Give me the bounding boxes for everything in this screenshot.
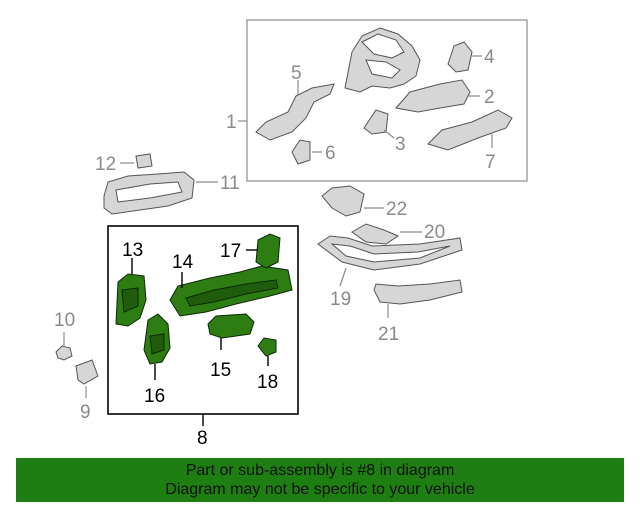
part-22-bracket[interactable] bbox=[321, 185, 365, 217]
part-18-clip[interactable] bbox=[257, 337, 277, 357]
callout-10: 10 bbox=[54, 310, 75, 331]
part-21-reinforcement[interactable] bbox=[373, 279, 463, 305]
part-10-bolt[interactable] bbox=[55, 345, 73, 361]
part-9-10-group: 10 9 bbox=[54, 310, 99, 423]
parts-diagram: 1 5 6 4 2 3 7 11 bbox=[54, 19, 528, 449]
notice-banner: Part or sub-assembly is #8 in diagram Di… bbox=[16, 458, 624, 502]
part-17-bracket[interactable] bbox=[255, 233, 281, 269]
callout-2: 2 bbox=[484, 87, 495, 108]
part-19-21-group: 19 20 21 bbox=[317, 222, 463, 345]
callout-7: 7 bbox=[485, 152, 496, 173]
callout-5: 5 bbox=[291, 63, 302, 84]
part-15-mount[interactable] bbox=[207, 313, 255, 339]
part-11-group: 11 12 bbox=[95, 153, 240, 215]
callout-14: 14 bbox=[172, 252, 194, 273]
callout-11: 11 bbox=[220, 173, 240, 194]
assembly-1-group: 1 5 6 4 2 3 7 bbox=[226, 19, 528, 182]
part-22-group: 22 bbox=[321, 185, 407, 220]
callout-8: 8 bbox=[197, 428, 208, 449]
assembly-8-group: 8 13 14 17 15 16 18 bbox=[107, 225, 299, 449]
part-20-extension[interactable] bbox=[351, 223, 400, 245]
callout-4: 4 bbox=[484, 47, 495, 68]
callout-13: 13 bbox=[122, 240, 143, 261]
callout-15: 15 bbox=[210, 360, 231, 381]
callout-3: 3 bbox=[395, 134, 406, 155]
part-2-upper-rail[interactable] bbox=[395, 79, 471, 113]
part-5-side-member[interactable] bbox=[255, 83, 335, 141]
callout-19: 19 bbox=[330, 289, 351, 310]
callout-22: 22 bbox=[386, 199, 407, 220]
callout-17: 17 bbox=[220, 241, 241, 262]
callout-6: 6 bbox=[325, 143, 336, 164]
callout-16: 16 bbox=[144, 386, 165, 407]
part-6-bracket[interactable] bbox=[291, 139, 311, 165]
part-9-plate[interactable] bbox=[75, 359, 99, 385]
callout-21: 21 bbox=[378, 324, 399, 345]
part-4-bracket[interactable] bbox=[447, 41, 473, 73]
part-7-lower-rail[interactable] bbox=[427, 109, 513, 151]
part-12-clip[interactable] bbox=[135, 153, 153, 169]
callout-12: 12 bbox=[95, 154, 116, 175]
callout-18: 18 bbox=[257, 372, 278, 393]
callout-1: 1 bbox=[226, 112, 237, 133]
part-3-gusset[interactable] bbox=[363, 109, 389, 135]
callout-9: 9 bbox=[80, 402, 91, 423]
banner-line-2: Diagram may not be specific to your vehi… bbox=[165, 481, 475, 498]
banner-line-1: Part or sub-assembly is #8 in diagram bbox=[185, 462, 455, 479]
callout-20: 20 bbox=[424, 222, 445, 243]
